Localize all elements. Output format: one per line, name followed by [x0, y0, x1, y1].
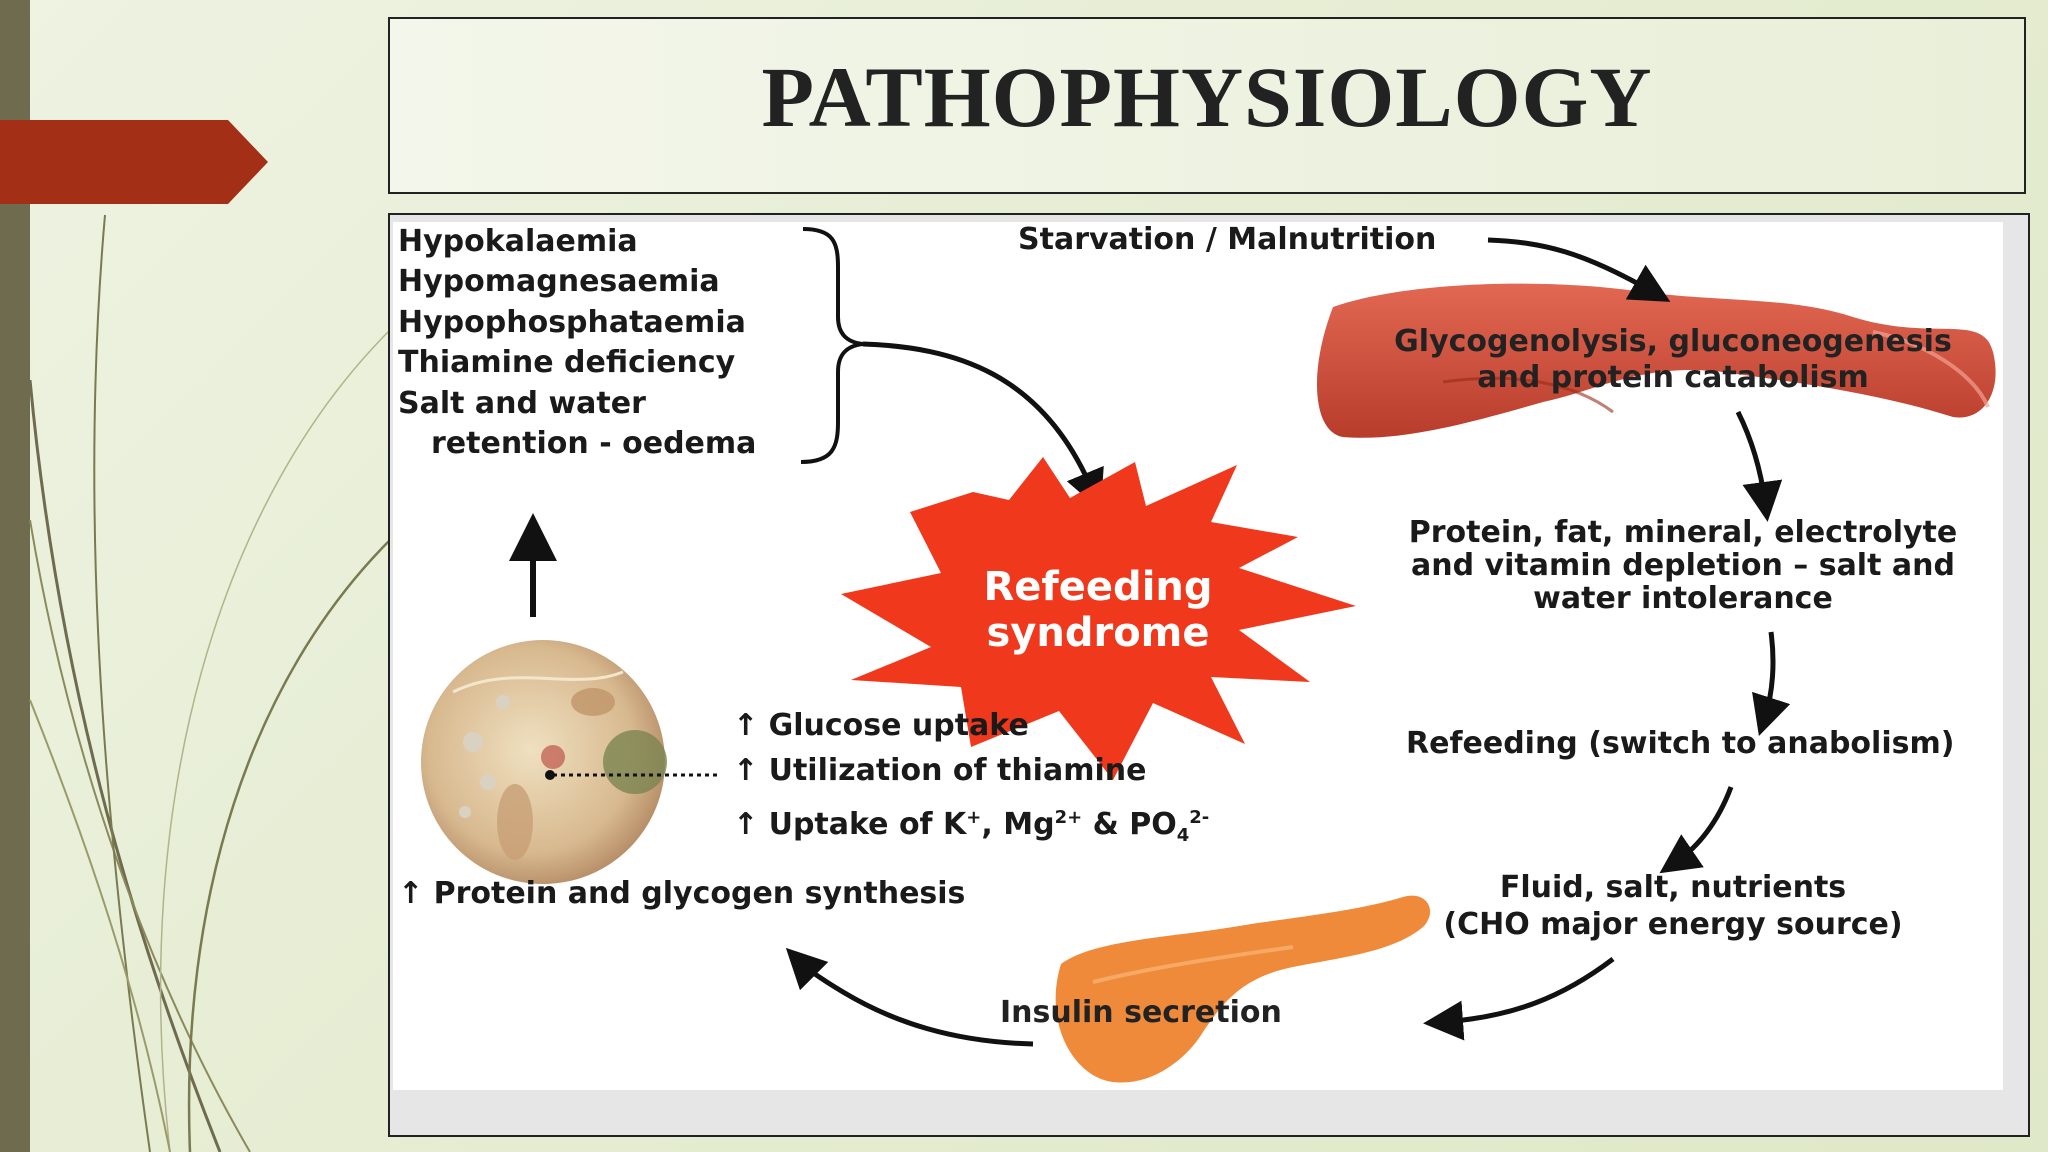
title-box: PATHOPHYSIOLOGY — [388, 17, 2026, 194]
starvation-label: Starvation / Malnutrition — [1018, 222, 1437, 257]
burst-label-line2: syndrome — [986, 610, 1210, 656]
liver-label-line1: Glycogenolysis, gluconeogenesis — [1394, 324, 1952, 359]
uptake-ions: ↑ Uptake of K+, Mg2+ & PO42- — [733, 807, 1210, 846]
refeeding-switch-label: Refeeding (switch to anabolism) — [1406, 726, 1955, 761]
refeeding-diagram: Hypokalaemia Hypomagnesaemia Hypophospha… — [393, 222, 2003, 1090]
arrow-refeeding-to-fluid — [1659, 786, 1734, 874]
uptake-glucose: ↑ Glucose uptake — [733, 708, 1029, 743]
insulin-label: Insulin secretion — [1000, 995, 1282, 1030]
deficit-item: Hypomagnesaemia — [398, 264, 720, 299]
synthesis-label: ↑ Protein and glycogen synthesis — [398, 876, 966, 911]
deficit-item: Thiamine deficiency — [398, 345, 736, 380]
deficit-item: Hypokalaemia — [398, 224, 638, 259]
arrow-starvation-to-liver — [1487, 237, 1671, 302]
liver-image — [1316, 283, 1996, 438]
depletion-line3: water intolerance — [1533, 581, 1833, 616]
arrow-insulin-to-synthesis — [785, 947, 1034, 1047]
uptake-thiamine: ↑ Utilization of thiamine — [733, 753, 1147, 788]
refeeding-burst — [841, 457, 1356, 780]
arrow-liver-to-depletion — [1735, 410, 1783, 522]
diagram-graphics — [421, 227, 1996, 1083]
liver-label-line2: and protein catabolism — [1477, 360, 1869, 395]
deficit-item: Salt and water — [398, 386, 646, 421]
deficit-item: retention - oedema — [431, 426, 757, 461]
burst-label-line1: Refeeding — [983, 564, 1213, 610]
arrow-brace-to-burst — [862, 341, 1104, 511]
arrow-fluid-to-insulin — [1423, 957, 1615, 1041]
red-arrow-tab — [0, 120, 268, 204]
pancreas-image — [1055, 895, 1431, 1083]
depletion-line1: Protein, fat, mineral, electrolyte — [1408, 515, 1958, 550]
decorative-lines — [28, 214, 391, 1152]
fluid-line1: Fluid, salt, nutrients — [1499, 870, 1847, 905]
depletion-line2: and vitamin depletion – salt and — [1411, 548, 1955, 583]
curly-brace — [800, 227, 864, 464]
arrow-depletion-to-refeeding — [1752, 631, 1791, 737]
slide-title: PATHOPHYSIOLOGY — [761, 49, 1653, 145]
fluid-line2: (CHO major energy source) — [1443, 907, 1903, 942]
deficit-item: Hypophosphataemia — [398, 305, 746, 340]
